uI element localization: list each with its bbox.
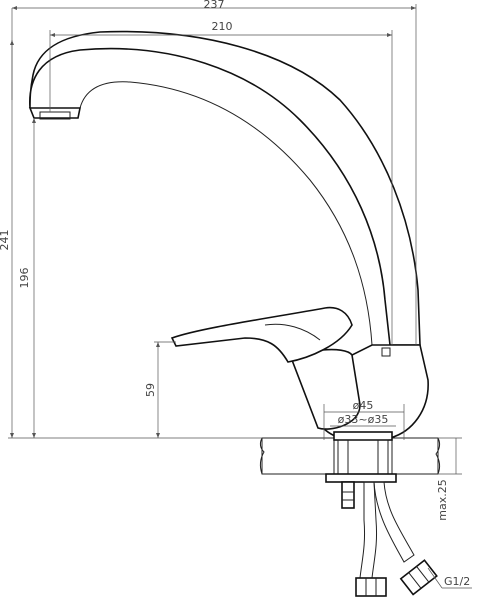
dimension-lines: [8, 4, 472, 589]
base-fixing: [325, 431, 397, 509]
countertop-section: [259, 437, 441, 475]
dim-overall-reach: 237: [204, 0, 225, 11]
dim-base-diameter: ø45: [353, 399, 374, 412]
dim-hole-diameter: ø33~ø35: [338, 413, 389, 426]
dim-spout-height: 196: [18, 268, 31, 289]
dim-spout-reach: 210: [212, 20, 233, 33]
dim-lever-height: 59: [144, 383, 157, 397]
dim-hose-thread: G1/2: [444, 575, 470, 588]
dimension-labels: 237 210 241 196 59 ø45 ø33~ø35 max.25 G1…: [0, 0, 470, 588]
dim-overall-height: 241: [0, 230, 11, 251]
dim-max-counter-thickness: max.25: [436, 479, 449, 520]
flexible-hoses: [355, 481, 438, 597]
faucet-body: [28, 30, 429, 439]
